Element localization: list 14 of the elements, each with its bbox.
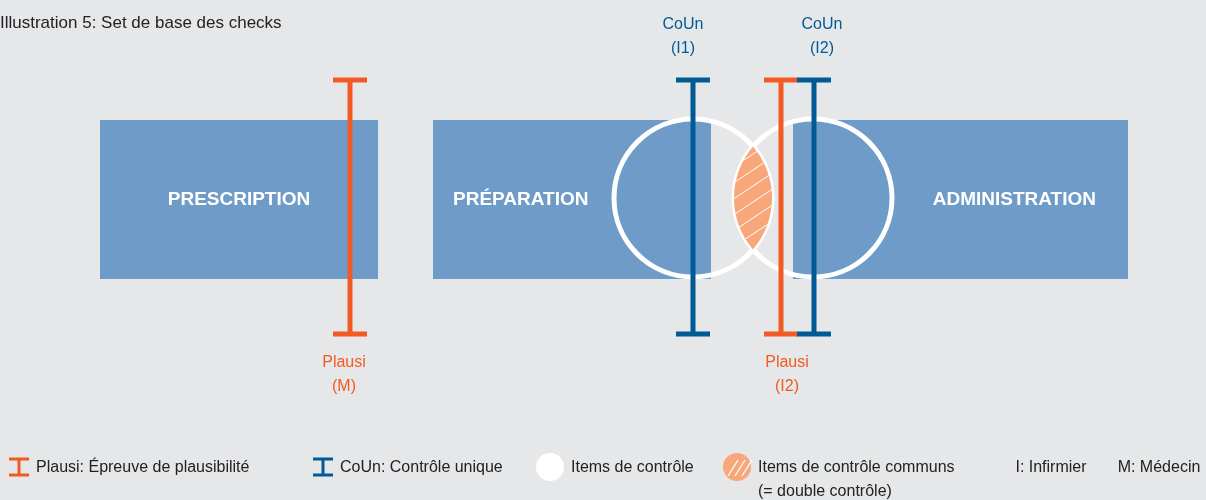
legend-label: Items de contrôle bbox=[571, 457, 694, 477]
check-label: CoUn (I1) bbox=[661, 14, 705, 58]
process-box: PRESCRIPTION bbox=[100, 120, 378, 279]
process-box: PRÉPARATION bbox=[433, 120, 711, 279]
check-label: M: Médecin bbox=[1116, 457, 1202, 477]
process-box: ADMINISTRATION bbox=[793, 120, 1128, 279]
legend-label: Plausi: Épreuve de plausibilité bbox=[36, 456, 250, 477]
check-label: Plausi (M) bbox=[321, 352, 367, 396]
legend-label: CoUn: Contrôle unique bbox=[340, 457, 503, 477]
check-label: I: Infirmier bbox=[1014, 457, 1088, 477]
check-label: Plausi (I2) bbox=[764, 352, 810, 396]
check-label: CoUn (I2) bbox=[800, 14, 844, 58]
legend-label: Items de contrôle communs (= double contrôle) bbox=[758, 457, 956, 500]
figure-title: Illustration 5: Set de base des checks bbox=[0, 12, 282, 34]
